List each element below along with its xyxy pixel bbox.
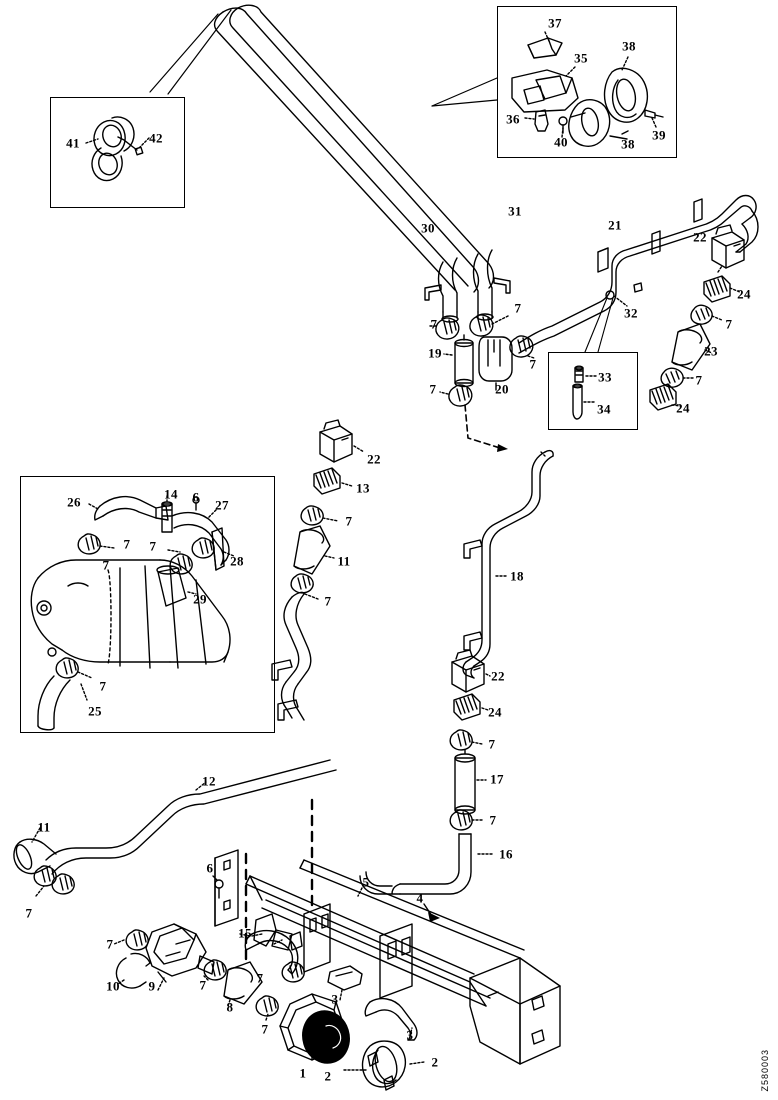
callout-number: 16	[499, 846, 513, 862]
callout-number: 7	[324, 593, 332, 609]
pipe-18	[462, 404, 554, 679]
callout-number: 39	[652, 127, 666, 143]
drawing-corner-code: Z580003	[760, 1049, 770, 1092]
callout-number: 31	[508, 203, 522, 219]
callout-number: 32	[624, 305, 638, 321]
callout-number: 7	[106, 936, 114, 952]
callout-number: 7	[261, 1021, 269, 1037]
callout-number: 42	[149, 130, 163, 146]
callout-number: 7	[123, 536, 131, 552]
detail-box-25-29	[20, 476, 275, 733]
callout-number: 7	[345, 513, 353, 529]
callout-number: 38	[621, 136, 635, 152]
callout-number: 21	[608, 217, 622, 233]
compressor-assembly	[279, 965, 425, 1091]
callout-number: 22	[491, 668, 505, 684]
stack-19-20	[427, 314, 535, 407]
callout-number: 2	[431, 1054, 439, 1070]
callout-number: 12	[202, 773, 216, 789]
stack-22-24-23	[649, 224, 745, 411]
callout-number: 7	[25, 905, 33, 921]
callout-number: 7	[430, 316, 438, 332]
callout-number: 7	[529, 356, 537, 372]
callout-number: 11	[37, 819, 51, 835]
callout-number: 9	[148, 978, 156, 994]
detail-parts-25-29	[30, 495, 235, 731]
detail-box-33-34	[548, 352, 638, 430]
detail-parts-33-34	[572, 365, 597, 420]
callout-number: 24	[488, 704, 502, 720]
misc-bottom	[251, 933, 283, 945]
callout-number: 7	[725, 316, 733, 332]
leader-box-35-40	[431, 77, 498, 107]
callout-number: 19	[428, 345, 442, 361]
callout-number: 22	[693, 229, 707, 245]
hose-12	[13, 759, 337, 897]
leader-box-41-42	[149, 9, 232, 95]
callout-number: 24	[737, 286, 751, 302]
callout-number: 24	[676, 400, 690, 416]
callout-number: 17	[490, 771, 504, 787]
callout-number: 13	[356, 480, 370, 496]
callout-number: 10	[106, 978, 120, 994]
callout-number: 18	[510, 568, 524, 584]
detail-box-41-42	[50, 97, 185, 208]
callout-number: 5	[362, 874, 370, 890]
callout-number: 15	[238, 925, 252, 941]
callout-number: 36	[506, 111, 520, 127]
callout-number: 30	[421, 220, 435, 236]
pipe-30-31	[213, 4, 511, 323]
callout-number: 7	[489, 812, 497, 828]
callout-number: 41	[66, 135, 80, 151]
callout-number: 34	[597, 401, 611, 417]
callout-number: 3	[331, 991, 339, 1007]
callout-number: 1	[299, 1065, 307, 1081]
callout-number: 2	[324, 1068, 332, 1084]
chassis-frame	[214, 798, 561, 1065]
callout-number: 25	[88, 703, 102, 719]
callout-number: 8	[226, 999, 234, 1015]
callout-number: 27	[215, 497, 229, 513]
hose-center-s	[271, 591, 312, 721]
callout-number: 6	[192, 489, 200, 505]
callout-number: 26	[67, 494, 81, 510]
callout-number: 22	[367, 451, 381, 467]
callout-number: 37	[548, 15, 562, 31]
callout-number: 7	[488, 736, 496, 752]
hose-21-assembly	[518, 194, 759, 354]
callout-number: 7	[256, 970, 264, 986]
callout-number: 3	[406, 1027, 414, 1043]
callout-number: 7	[199, 977, 207, 993]
callout-number: 6	[206, 860, 214, 876]
callout-number: 7	[514, 300, 522, 316]
callout-number: 35	[574, 50, 588, 66]
callout-number: 40	[554, 134, 568, 150]
callout-number: 29	[193, 591, 207, 607]
callout-number: 7	[695, 372, 703, 388]
callout-number: 7	[429, 381, 437, 397]
callout-number: 11	[337, 553, 351, 569]
stack-17-16	[391, 649, 493, 895]
callout-number: 7	[102, 557, 110, 573]
callout-number: 7	[149, 538, 157, 554]
callout-number: 33	[598, 369, 612, 385]
detail-part-41-42	[85, 116, 150, 182]
callout-number: 7	[99, 678, 107, 694]
callout-number: 14	[164, 486, 178, 502]
callout-number: 23	[704, 343, 718, 359]
stack-22-13-11	[290, 419, 365, 600]
callout-number: 20	[495, 381, 509, 397]
callout-number: 4	[416, 890, 424, 906]
callout-number: 28	[230, 553, 244, 569]
callout-number: 38	[622, 38, 636, 54]
detail-parts-35-40	[511, 31, 664, 147]
detail-box-35-40	[497, 6, 677, 158]
